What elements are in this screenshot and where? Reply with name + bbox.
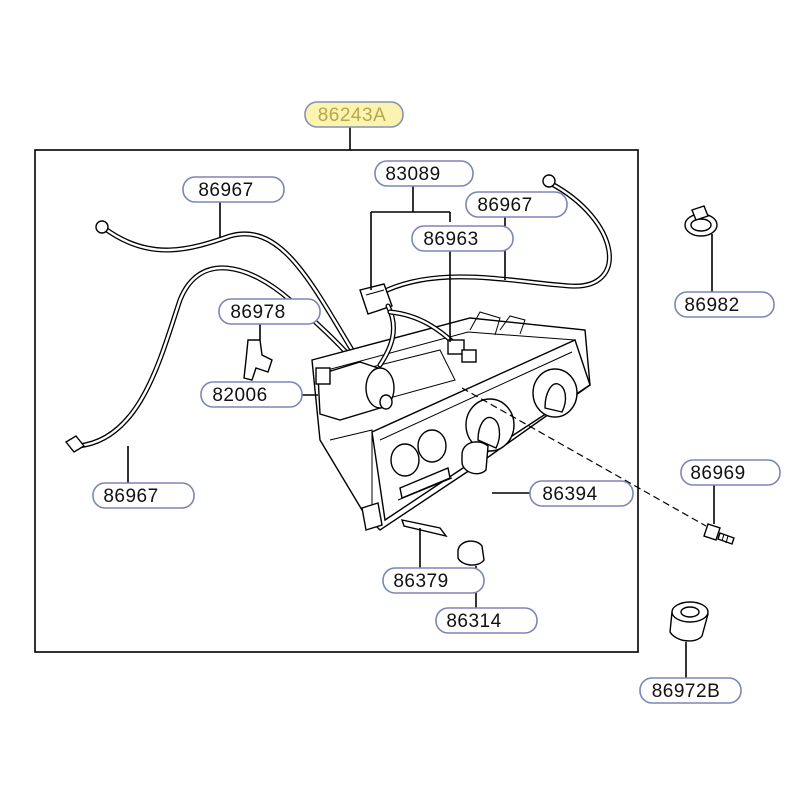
callout-label: 86967 [103,486,158,507]
callout-wire-upper-left[interactable]: 86967 [182,176,285,203]
callout-hose-clamp[interactable]: 86982 [674,291,775,318]
callout-label: 86972B [652,681,721,702]
hose-clamp-drawing [684,205,718,237]
screw-drawing [703,523,735,545]
callout-wire-upper-right[interactable]: 86967 [465,191,568,218]
callout-label: 86967 [198,180,253,201]
bulb-socket-drawing [669,601,709,642]
wire-upper-right-drawing [369,174,612,301]
callout-label: 86978 [230,302,285,323]
knob-cap-drawing [457,540,485,566]
callout-control-knob[interactable]: 86394 [529,480,634,507]
callout-retainer-clip[interactable]: 86978 [218,298,321,325]
assembly-callout[interactable]: 86243A [304,101,404,128]
callout-label: 86963 [423,229,478,250]
callout-wiring-harness[interactable]: 83089 [374,160,474,187]
callout-lens[interactable]: 86379 [382,567,485,594]
assembly-frame [34,149,639,653]
callout-wire-lower-left[interactable]: 86967 [92,482,195,509]
assembly-label: 86243A [318,105,387,126]
callout-label: 86967 [477,195,532,216]
callout-actuator-motor[interactable]: 82006 [200,381,303,408]
callout-wire-connector[interactable]: 86963 [411,225,514,252]
wire-lower-left-drawing [64,265,358,453]
callout-label: 86982 [684,295,739,316]
callout-screw[interactable]: 86969 [680,459,781,486]
wire-upper-left-drawing [95,220,355,353]
callout-bulb-socket[interactable]: 86972B [639,677,742,704]
callout-label: 86379 [393,571,448,592]
actuator-motor-drawing [315,361,395,421]
callout-label: 86969 [690,463,745,484]
wiring-harness-drawing [359,283,477,368]
retainer-clip-drawing [243,339,273,381]
callout-knob-cap[interactable]: 86314 [435,607,538,634]
callout-label: 83089 [385,164,440,185]
screw-dash-line [461,387,707,527]
callout-label: 86394 [542,484,597,505]
lens-drawing [400,519,448,538]
callout-label: 82006 [212,385,267,406]
callout-label: 86314 [446,611,501,632]
